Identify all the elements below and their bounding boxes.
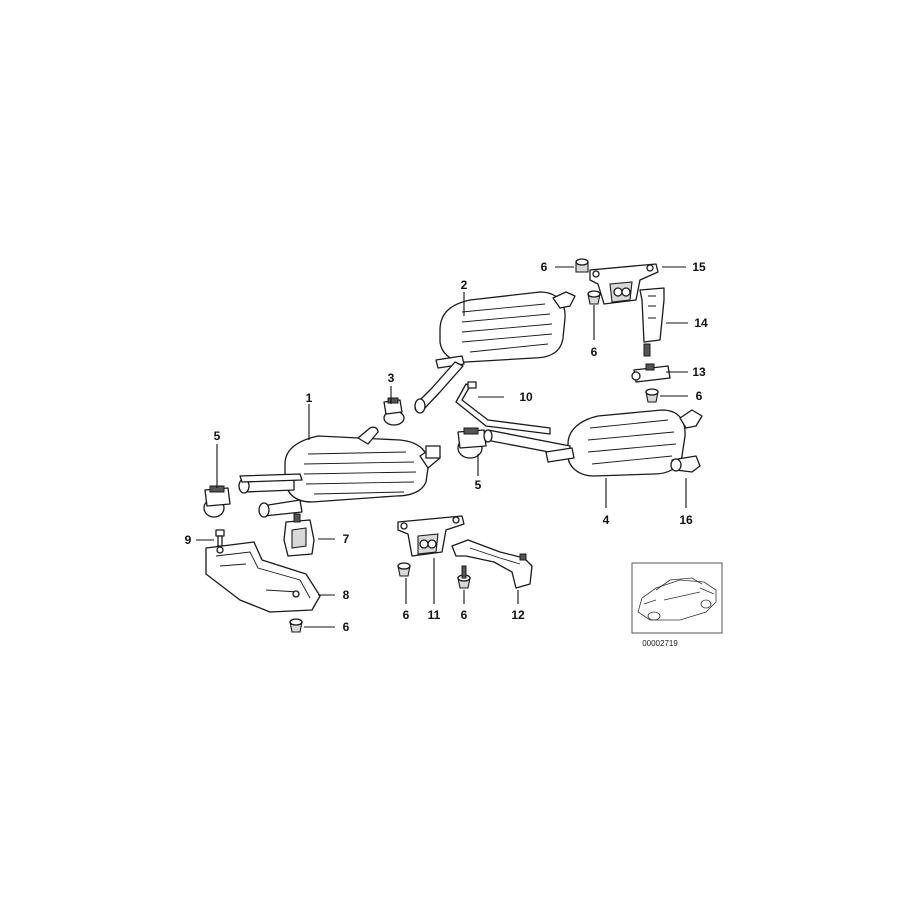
part-bracket-bar[interactable] <box>455 381 551 435</box>
vehicle-thumbnail: 00002719 <box>631 562 723 648</box>
part-rubber-mount-center-right[interactable] <box>457 565 471 589</box>
callout-5-left: 5 <box>214 429 221 443</box>
part-rubber-hanger[interactable] <box>283 513 315 557</box>
part-clamp-middle[interactable] <box>457 427 487 459</box>
callout-14: 14 <box>694 316 708 330</box>
callout-15: 15 <box>692 260 706 274</box>
callout-6-bottom-left: 6 <box>343 620 350 634</box>
callout-2: 2 <box>461 278 468 292</box>
part-mounting-bracket[interactable] <box>451 539 533 589</box>
car-outline-icon <box>637 577 717 621</box>
part-rubber-mount-upper-mid[interactable] <box>587 290 601 305</box>
part-rubber-mount-right[interactable] <box>645 388 659 403</box>
callout-13: 13 <box>692 365 706 379</box>
callout-16: 16 <box>679 513 693 527</box>
part-bolt[interactable] <box>215 529 225 547</box>
callout-12: 12 <box>511 608 525 622</box>
callout-9: 9 <box>185 533 192 547</box>
part-clamp-left[interactable] <box>203 485 231 518</box>
callout-6-right: 6 <box>696 389 703 403</box>
part-rear-silencer-lower[interactable] <box>483 409 703 477</box>
callout-6-center-left: 6 <box>403 608 410 622</box>
thumbnail-frame <box>631 562 723 634</box>
callout-3: 3 <box>388 371 395 385</box>
callout-6-center-right: 6 <box>461 608 468 622</box>
part-strap-bracket[interactable] <box>639 287 665 357</box>
callout-10: 10 <box>519 390 533 404</box>
part-tailpipe-trim[interactable] <box>670 455 701 473</box>
part-rear-silencer-upper[interactable] <box>414 291 576 414</box>
callout-6-upper: 6 <box>591 345 598 359</box>
callout-11: 11 <box>428 608 441 622</box>
callout-numbers: 1 2 3 4 5 5 6 6 6 6 6 6 7 8 9 10 11 12 1… <box>185 260 708 634</box>
diagram-code: 00002719 <box>642 639 678 648</box>
part-rubber-mount-top[interactable] <box>575 258 589 273</box>
part-support-plate[interactable] <box>205 541 321 613</box>
callout-1: 1 <box>306 391 313 405</box>
callout-6-top: 6 <box>541 260 548 274</box>
part-clamp-upper[interactable] <box>383 397 405 426</box>
leader-lines <box>196 266 688 628</box>
part-rubber-mount-bottom-left[interactable] <box>289 618 303 633</box>
callout-8: 8 <box>343 588 350 602</box>
part-front-silencer[interactable] <box>238 426 441 518</box>
callout-4: 4 <box>603 513 610 527</box>
callout-5-middle: 5 <box>475 478 482 492</box>
part-rubber-mount-center-left[interactable] <box>397 562 411 577</box>
part-hanger-bracket-upper[interactable] <box>589 263 659 305</box>
callout-7: 7 <box>343 532 350 546</box>
part-hanger-bracket-center[interactable] <box>397 515 465 557</box>
part-small-clamp-bracket[interactable] <box>631 363 671 383</box>
